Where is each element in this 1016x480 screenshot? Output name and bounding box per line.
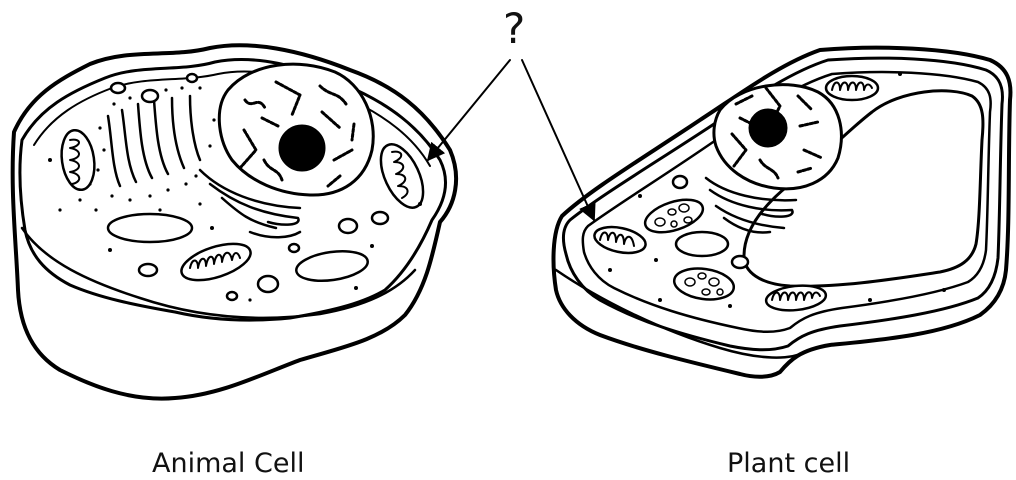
arrow-to-animal-membrane <box>428 60 510 160</box>
plant-cell-label: Plant cell <box>727 448 850 479</box>
plant-cell <box>554 48 1011 377</box>
animal-cell-label: Animal Cell <box>152 448 304 479</box>
arrow-to-plant-membrane <box>522 60 594 220</box>
question-mark: ? <box>503 4 525 53</box>
plant-mitochondrion-top <box>826 76 878 100</box>
animal-cell <box>13 45 456 398</box>
